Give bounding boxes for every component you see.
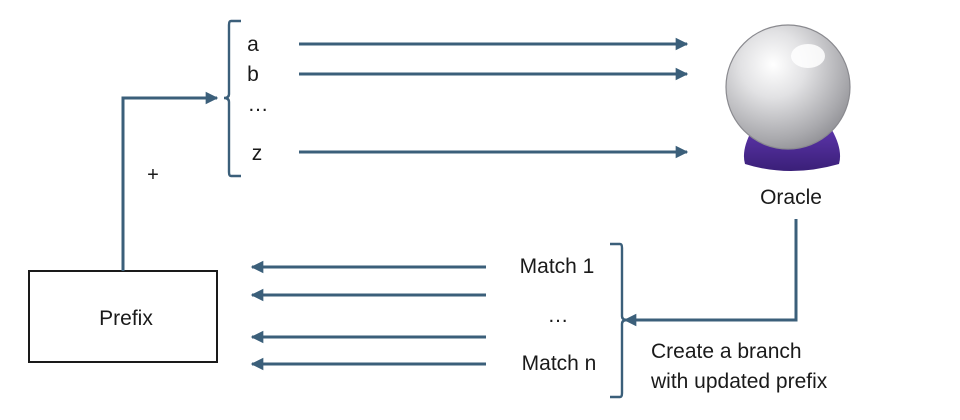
token-ellipsis: … <box>248 93 269 116</box>
tokens-brace <box>223 19 241 178</box>
prefix-to-tokens-arrow <box>121 91 219 271</box>
token-z: z <box>252 142 263 165</box>
plus-sign: + <box>147 164 159 186</box>
prefix-label: Prefix <box>99 307 153 330</box>
branch-note-line2: with updated prefix <box>650 370 828 393</box>
oracle-to-matches-arrow <box>623 219 798 327</box>
match-ellipsis-label: … <box>548 304 569 327</box>
crystal-ball-icon <box>725 24 851 171</box>
crystal-ball-glass <box>725 24 851 150</box>
branch-note-line1: Create a branch <box>651 340 802 363</box>
crystal-ball-highlight <box>791 44 825 68</box>
oracle-label: Oracle <box>760 186 822 209</box>
matches-brace <box>610 242 628 399</box>
match-n-label: Match n <box>522 352 597 375</box>
match-1-label: Match 1 <box>520 255 595 278</box>
token-b: b <box>247 63 259 86</box>
token-a: a <box>247 33 259 56</box>
prefix-box: Prefix <box>28 270 218 363</box>
